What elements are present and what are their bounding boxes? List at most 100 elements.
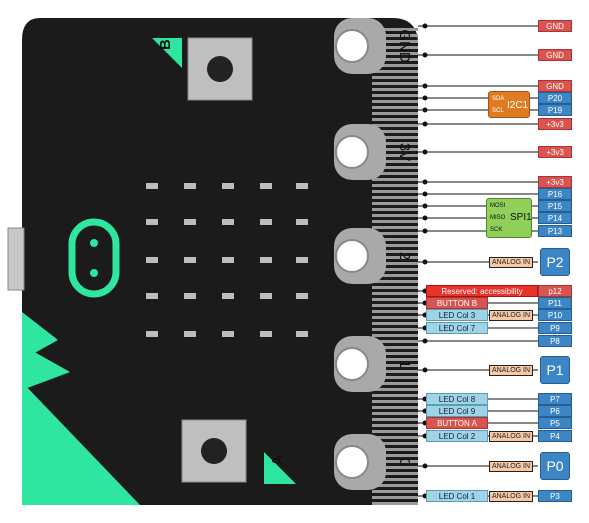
- corner-accent-1: [22, 312, 58, 360]
- led: [222, 219, 234, 225]
- leader-dot: [422, 23, 428, 29]
- led: [146, 183, 158, 189]
- connector-tooth: [372, 322, 418, 325]
- led: [260, 257, 272, 263]
- led: [184, 257, 196, 263]
- leader-dot: [422, 259, 428, 265]
- pin-label-p0: P0: [540, 452, 570, 480]
- led-matrix: [146, 183, 308, 337]
- function-label-led-col-2: LED Col 2: [426, 430, 488, 442]
- connector-tooth: [372, 154, 418, 157]
- connector-tooth: [372, 418, 418, 421]
- connector-tooth: [372, 196, 418, 199]
- connector-tooth: [372, 106, 418, 109]
- pin-label-gnd: GND: [538, 80, 572, 92]
- connector-tooth: [372, 496, 418, 499]
- connector-tooth: [372, 130, 418, 133]
- logo-eye-bottom: [90, 269, 98, 277]
- button-b-cap: [207, 56, 233, 82]
- ring-label: 3V: [396, 143, 413, 161]
- connector-tooth: [372, 124, 418, 127]
- led: [184, 183, 196, 189]
- pin-label-3v3: +3v3: [538, 146, 572, 158]
- pin-label-p12: p12: [538, 285, 572, 297]
- connector-tooth: [372, 478, 418, 481]
- connector-tooth: [372, 364, 418, 367]
- connector-tooth: [372, 160, 418, 163]
- connector-tooth: [372, 304, 418, 307]
- pin-label-p19: P19: [538, 104, 572, 116]
- button-a-cap: [201, 438, 227, 464]
- i2c-scl: SCL: [492, 108, 504, 114]
- ring-label: 0: [396, 458, 413, 466]
- connector-tooth: [372, 334, 418, 337]
- leader-dot: [422, 215, 428, 221]
- connector-tooth: [372, 328, 418, 331]
- spi-title: SPI1: [510, 212, 532, 223]
- logo-eye-top: [90, 239, 98, 247]
- led: [184, 293, 196, 299]
- leader-dot: [422, 149, 428, 155]
- led: [222, 183, 234, 189]
- ring-hole: [335, 135, 369, 169]
- connector-tooth: [372, 412, 418, 415]
- connector-tooth: [372, 82, 418, 85]
- connector-tooth: [372, 64, 418, 67]
- connector-tooth: [372, 172, 418, 175]
- connector-tooth: [372, 112, 418, 115]
- connector-tooth: [372, 502, 418, 505]
- connector-tooth: [372, 40, 418, 43]
- ring-hole: [335, 445, 369, 479]
- connector-tooth: [372, 460, 418, 463]
- leader-dot: [422, 203, 428, 209]
- connector-tooth: [372, 286, 418, 289]
- connector-tooth: [372, 226, 418, 229]
- led: [184, 331, 196, 337]
- connector-tooth: [372, 52, 418, 55]
- leader-dot: [422, 52, 428, 58]
- led: [260, 293, 272, 299]
- function-label-led-col-7: LED Col 7: [426, 322, 488, 334]
- connector-tooth: [372, 430, 418, 433]
- led: [222, 331, 234, 337]
- connector-tooth: [372, 454, 418, 457]
- connector-tooth: [372, 178, 418, 181]
- connector-tooth: [372, 490, 418, 493]
- led: [146, 293, 158, 299]
- connector-tooth: [372, 406, 418, 409]
- leader-dot: [422, 179, 428, 185]
- pin-label-gnd: GND: [538, 20, 572, 32]
- pin-label-gnd: GND: [538, 49, 572, 61]
- ring-hole: [335, 239, 369, 273]
- i2c-title: I2C1: [507, 100, 529, 111]
- connector-tooth: [372, 214, 418, 217]
- spi-mosi: MOSI: [490, 203, 506, 209]
- connector-tooth: [372, 250, 418, 253]
- connector-tooth: [372, 340, 418, 343]
- edge-connector: [372, 28, 418, 505]
- connector-tooth: [372, 346, 418, 349]
- connector-tooth: [372, 232, 418, 235]
- connector-tooth: [372, 292, 418, 295]
- function-label-led-col-9: LED Col 9: [426, 405, 488, 417]
- pin-label-p4: P4: [538, 430, 572, 442]
- leader-dot: [422, 367, 428, 373]
- leader-dot: [422, 228, 428, 234]
- pin-label-p13: P13: [538, 225, 572, 237]
- connector-tooth: [372, 298, 418, 301]
- connector-tooth: [372, 118, 418, 121]
- analog-in-label: ANALOG IN: [489, 257, 533, 268]
- connector-tooth: [372, 466, 418, 469]
- connector-tooth: [372, 70, 418, 73]
- pin-label-p2: P2: [540, 248, 570, 276]
- connector-tooth: [372, 166, 418, 169]
- connector-tooth: [372, 370, 418, 373]
- connector-tooth: [372, 358, 418, 361]
- pin-label-p15: P15: [538, 200, 572, 212]
- pin-label-3v3: +3v3: [538, 176, 572, 188]
- leader-dot: [422, 83, 428, 89]
- leader-dot: [422, 107, 428, 113]
